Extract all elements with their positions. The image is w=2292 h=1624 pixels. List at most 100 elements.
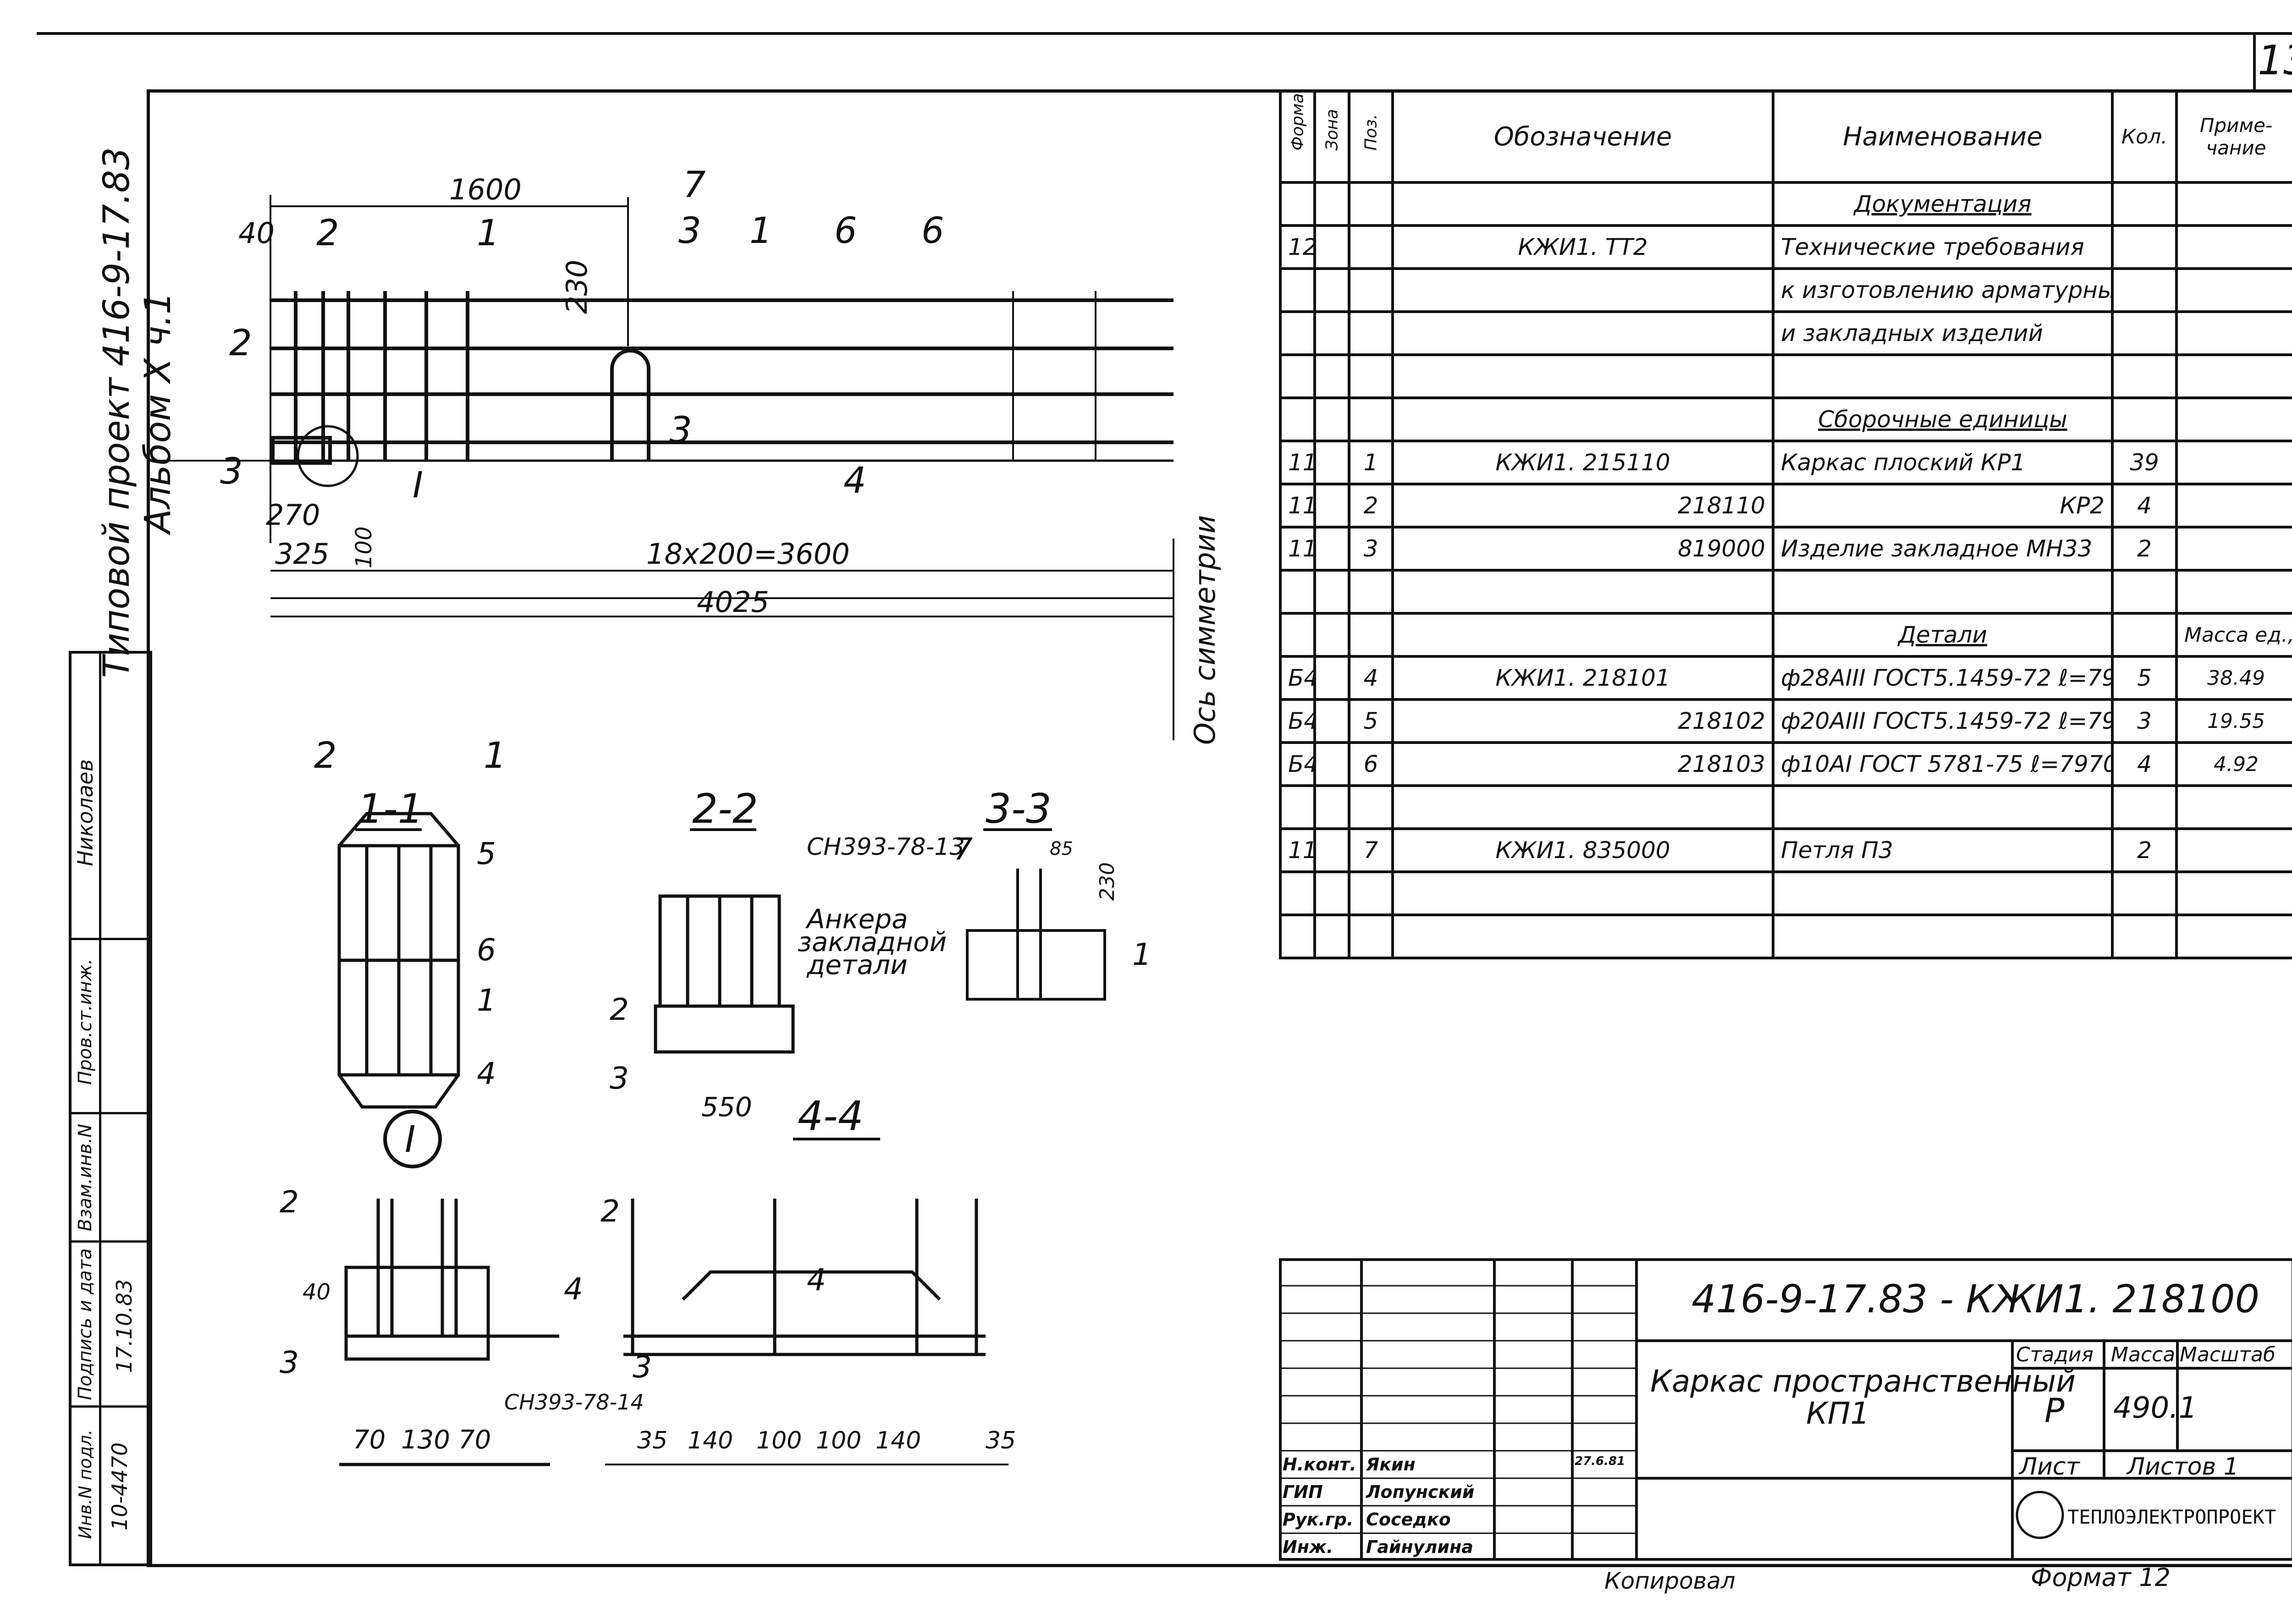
stage-value: Р (2044, 1391, 2065, 1430)
cut-mark-1-top: 1 (477, 213, 500, 254)
stamp-inv-value: 10-4470 (107, 1442, 132, 1531)
section-2-2-anchor: Анкера (805, 903, 908, 935)
spec-zone (1313, 870, 1350, 916)
spec-name (1772, 353, 2114, 399)
org-name: ТЕПЛОЭЛЕКТРОПРОЕКТ (2067, 1506, 2276, 1528)
format-label: Формат 12 (2031, 1563, 2171, 1592)
spec-name: Каркас плоский КР1 (1772, 440, 2114, 485)
spec-format: Б4 (1279, 698, 1316, 744)
spec-pos (1348, 569, 1394, 615)
spec-name: Детали (1772, 612, 2114, 658)
header-note: Приме-чание (2175, 89, 2292, 184)
spec-zone (1313, 569, 1350, 615)
spec-zone (1313, 310, 1350, 356)
spec-format (1279, 310, 1316, 356)
spec-zone (1313, 353, 1350, 399)
section-4-4-dim-35a: 35 (637, 1427, 667, 1454)
stage-label: Стадия (2016, 1343, 2094, 1366)
spec-pos (1348, 870, 1394, 916)
spec-qty (2111, 353, 2178, 399)
spec-qty (2111, 870, 2178, 916)
spec-pos: 1 (1348, 440, 1394, 485)
section-1-1-label-6: 6 (477, 932, 496, 968)
spec-qty: 2 (2111, 827, 2178, 873)
spec-format: Б4 (1279, 655, 1316, 701)
section-2-2: 2-2 СН393-78-13 Анкера закладной детали … (610, 785, 965, 1123)
spec-row (1279, 569, 2292, 615)
scale-label: Масштаб (2180, 1343, 2276, 1366)
section-4-4: 4-4 2 4 3 35 140 100 100 140 35 (601, 1092, 1016, 1465)
spec-name (1772, 914, 2114, 959)
spec-name: и закладных изделий (1772, 310, 2114, 356)
section-1-1: 1-1 5 6 1 4 (337, 785, 496, 1109)
spec-row (1279, 914, 2292, 959)
spec-pos (1348, 224, 1394, 270)
cut-mark-1-bottom: 1 (484, 735, 507, 776)
spec-designation (1391, 310, 1774, 356)
dim-1600: 1600 (449, 173, 522, 206)
signature-row: Инж.Гайнулина (1279, 1533, 1636, 1561)
signature-name: Соседко (1366, 1509, 1451, 1530)
spec-row: к изготовлению арматурных (1279, 267, 2292, 313)
spec-format: 11 (1279, 827, 1316, 873)
spec-designation: КЖИ1. 218101 (1391, 655, 1774, 701)
spec-zone (1313, 612, 1350, 658)
spec-note (2175, 784, 2292, 830)
section-2-2-detail: детали (806, 949, 908, 980)
detail-I-dim-70a: 70 (353, 1425, 386, 1455)
spec-row (1279, 870, 2292, 916)
rebar-drawing: 1600 40 230 270 325 100 18x200=3600 4025… (147, 165, 1222, 1466)
spec-qty (2111, 569, 2178, 615)
stamp-vzam-label: Взам.инв.N (75, 1123, 96, 1232)
spec-name: Петля П3 (1772, 827, 2114, 873)
spec-zone (1313, 827, 1350, 873)
detail-I: I 2 40 4 3 70 130 70 СН393-78-14 (280, 1110, 644, 1466)
page-number: 134 (2258, 37, 2292, 84)
spec-pos (1348, 353, 1394, 399)
header-format: Формат (1279, 89, 1316, 184)
mass-label: Масса (2111, 1343, 2176, 1366)
spec-pos (1348, 396, 1394, 442)
detail-I-dim-70b: 70 (458, 1425, 491, 1455)
section-3-3-label-7: 7 (953, 831, 973, 867)
signature-date: 27.6.81 (1575, 1454, 1625, 1468)
pos-label-6b: 6 (921, 210, 944, 252)
spec-format: 12 (1279, 224, 1316, 270)
spec-note (2175, 396, 2292, 442)
spec-name (1772, 870, 2114, 916)
left-stamp: Николаев Пров.ст.инж. Взам.инв.N Подпись… (69, 651, 152, 1566)
pos-label-3: 3 (220, 451, 243, 492)
spec-qty (2111, 267, 2178, 313)
spec-format (1279, 612, 1316, 658)
dim-4025: 4025 (697, 585, 769, 619)
signature-name: Лопунский (1366, 1482, 1475, 1502)
header-pos: Поз. (1348, 89, 1394, 184)
header-zone: Зона (1313, 89, 1350, 184)
spec-designation (1391, 181, 1774, 227)
detail-I-dim-40: 40 (303, 1279, 331, 1305)
spec-designation (1391, 784, 1774, 830)
section-2-2-label-2: 2 (610, 992, 629, 1027)
section-3-3-dim-85: 85 (1050, 838, 1073, 859)
signature-name: Гайнулина (1366, 1537, 1473, 1557)
spec-note (2175, 353, 2292, 399)
spec-pos (1348, 181, 1394, 227)
spec-format: 11 (1279, 483, 1316, 528)
spec-qty: 39 (2111, 440, 2178, 485)
spec-designation: 218102 (1391, 698, 1774, 744)
section-4-4-dim-100a: 100 (756, 1427, 802, 1454)
spec-format: 11 (1279, 526, 1316, 572)
section-4-4-label-3: 3 (633, 1349, 652, 1385)
spec-zone (1313, 655, 1350, 701)
title-block: 416-9-17.83 - КЖИ1. 218100 Каркас простр… (1279, 1258, 2292, 1561)
section-1-1-label-4: 4 (477, 1056, 496, 1091)
cage-elevation (270, 291, 1174, 487)
spec-qty (2111, 396, 2178, 442)
section-1-1-title: 1-1 (358, 785, 424, 832)
spec-designation (1391, 914, 1774, 959)
spec-pos (1348, 612, 1394, 658)
sheet-label: Лист (2019, 1453, 2080, 1481)
spec-note (2175, 440, 2292, 485)
